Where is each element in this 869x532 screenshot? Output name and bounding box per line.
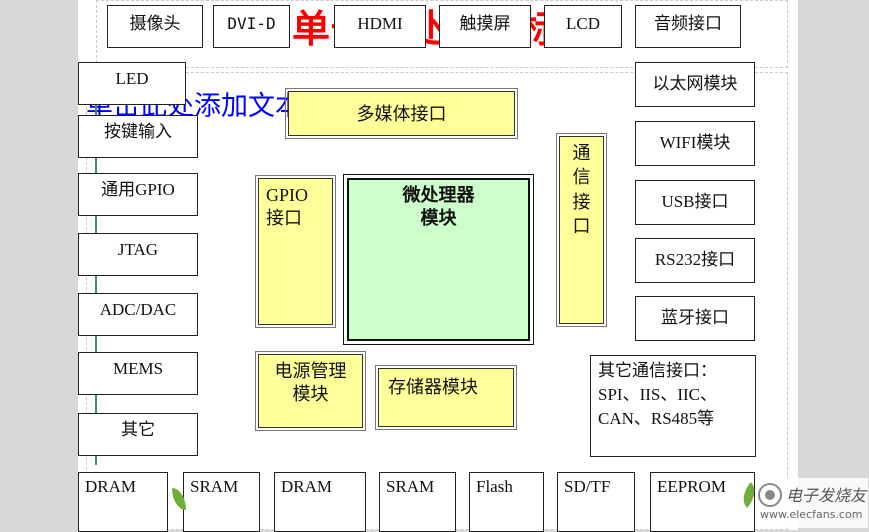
top-interface-label: DVI-D [227,14,276,33]
elecfans-logo-icon [758,483,782,507]
other-comm-line: 其它通信接口： [598,361,717,380]
top-interface-label: HDMI [357,14,403,33]
comm-interface-block: 通 信 接 口 [556,133,607,327]
gpio-label-line: GPIO [266,185,309,205]
cpu-label-line: 微处理器 [402,185,475,205]
right-interface-label: WIFI模块 [659,133,731,153]
top-interface-audio: 音频接口 [635,5,741,48]
cpu-label-line: 模块 [420,208,457,229]
top-interface-hdmi: HDMI [334,5,426,48]
top-interface-camera: 摄像头 [107,5,203,48]
top-interface-touchscreen: 触摸屏 [439,5,531,48]
storage-label: 存储器模块 [388,377,478,397]
gpio-label-line: 接口 [266,208,302,229]
left-interface-gpio: 通用GPIO [78,173,198,216]
memory-label: SRAM [190,477,239,496]
memory-label: DRAM [85,477,137,496]
top-interface-lcd: LCD [544,5,622,48]
left-interface-led: LED [78,62,186,105]
comm-label-char: 信 [572,167,591,188]
right-interface-label: RS232接口 [654,250,736,270]
left-interface-mems: MEMS [78,352,198,395]
memory-flash: Flash [469,472,544,532]
left-interface-jtag: JTAG [78,233,198,276]
power-label-line: 电源管理 [274,361,347,381]
memory-dram-1: DRAM [78,472,168,532]
right-interface-label: 蓝牙接口 [661,308,729,328]
left-interface-label: 按键输入 [104,122,172,141]
multimedia-interface-block: 多媒体接口 [285,88,518,139]
left-interface-label: 通用GPIO [101,180,175,199]
memory-label: DRAM [281,477,333,496]
right-interface-ethernet: 以太网模块 [635,62,755,107]
other-comm-interfaces: 其它通信接口： SPI、IIS、IIC、 CAN、RS485等 [590,355,756,457]
memory-label: EEPROM [657,477,726,496]
other-comm-line: CAN、RS485等 [598,408,715,428]
left-interface-label: ADC/DAC [99,300,177,319]
watermark-logo: 电子发烧友 www.elecfans.com [758,478,868,528]
power-label-line: 模块 [292,384,329,405]
left-interface-keypad: 按键输入 [78,115,198,158]
top-interface-label: 音频接口 [654,14,722,33]
other-comm-line: SPI、IIS、IIC、 [598,384,718,404]
comm-label-char: 口 [572,215,591,236]
left-interface-label: LED [115,69,149,88]
microprocessor-module: 微处理器 模块 [343,174,534,345]
memory-label: SRAM [386,477,435,496]
comm-label-char: 接 [572,191,591,212]
top-interface-label: 触摸屏 [459,14,511,33]
memory-sram-2: SRAM [379,472,456,532]
right-interface-label: 以太网模块 [652,74,738,94]
right-interface-usb: USB接口 [635,180,755,225]
multimedia-label: 多媒体接口 [356,104,447,124]
storage-module-block: 存储器模块 [375,365,517,430]
left-interface-adc-dac: ADC/DAC [78,293,198,336]
right-interface-label: USB接口 [661,192,729,212]
top-interface-label: 摄像头 [129,14,181,33]
memory-dram-2: DRAM [274,472,366,532]
top-interface-dvid: DVI-D [213,5,290,48]
memory-sram-1: SRAM [183,472,260,532]
watermark-name: 电子发烧友 [786,486,867,505]
memory-label: SD/TF [564,477,611,496]
watermark-url: www.elecfans.com [760,508,863,521]
right-interface-bluetooth: 蓝牙接口 [635,296,755,341]
memory-eeprom: EEPROM [650,472,755,532]
top-interface-label: LCD [566,14,600,33]
power-management-block: 电源管理 模块 [255,351,366,431]
gpio-interface-block: GPIO 接口 [255,175,336,328]
left-interface-other: 其它 [78,413,198,456]
left-interface-label: MEMS [112,359,164,378]
left-connector-line [95,105,97,465]
memory-sd-tf: SD/TF [557,472,635,532]
left-interface-label: 其它 [121,420,155,439]
left-interface-label: JTAG [117,240,159,259]
right-interface-wifi: WIFI模块 [635,121,755,166]
right-interface-rs232: RS232接口 [635,238,755,283]
title-placeholder-frame[interactable] [96,0,788,68]
memory-label: Flash [476,477,513,496]
comm-label-char: 通 [572,143,591,163]
